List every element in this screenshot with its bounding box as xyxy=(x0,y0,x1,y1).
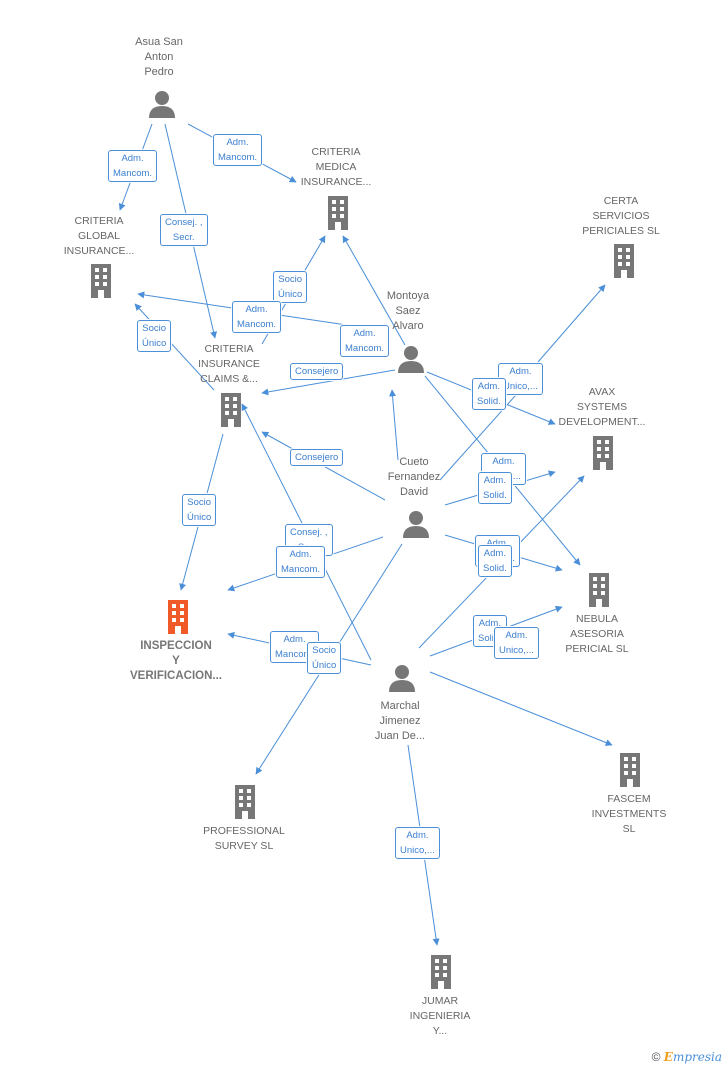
building-icon-jumar[interactable] xyxy=(427,955,455,994)
edge-label[interactable]: Adm.Mancom. xyxy=(232,301,282,333)
building-icon-criteria-medica[interactable] xyxy=(324,196,352,235)
empresia-watermark: © Empresia xyxy=(652,1050,722,1064)
brand-name: mpresia xyxy=(672,1050,722,1064)
person-icon-asua[interactable] xyxy=(148,90,176,123)
person-icon-cueto[interactable] xyxy=(402,510,430,543)
edge-label[interactable]: Adm.Mancom. xyxy=(213,134,263,166)
edge-label[interactable]: Consejero xyxy=(290,363,344,380)
person-icon-montoya[interactable] xyxy=(397,345,425,378)
edge-label[interactable]: Adm.Mancom. xyxy=(108,150,158,182)
edge-label[interactable]: Adm.Unico,... xyxy=(395,827,440,859)
relation-edge xyxy=(342,235,406,346)
relation-edge xyxy=(261,431,386,501)
edge-label[interactable]: Adm.Mancom. xyxy=(340,325,390,357)
edge-label[interactable]: Adm.Solid. xyxy=(478,472,512,504)
edge-label[interactable]: Adm.Mancom. xyxy=(276,546,326,578)
person-icon-marchal[interactable] xyxy=(388,664,416,697)
building-icon-professional[interactable] xyxy=(231,785,259,824)
relation-edge xyxy=(261,369,396,396)
building-icon-avax[interactable] xyxy=(589,436,617,475)
brand-initial: E xyxy=(663,1050,673,1064)
edge-label[interactable]: Adm.Solid. xyxy=(472,378,506,410)
relation-edge xyxy=(389,389,399,461)
edge-label[interactable]: Adm.Solid. xyxy=(478,545,512,577)
edge-label[interactable]: Consejero xyxy=(290,449,344,466)
building-icon-criteria-global[interactable] xyxy=(87,264,115,303)
relation-edge xyxy=(429,671,613,746)
building-icon-certa[interactable] xyxy=(610,244,638,283)
edge-label[interactable]: Consej. ,Secr. xyxy=(160,214,208,246)
relation-edge xyxy=(134,303,215,391)
building-icon-nebula[interactable] xyxy=(585,573,613,612)
copyright-symbol: © xyxy=(651,1050,661,1064)
relation-edge xyxy=(537,284,606,363)
building-icon-fascem[interactable] xyxy=(616,753,644,792)
edge-label[interactable]: Adm.Unico,... xyxy=(494,627,539,659)
building-icon-criteria-claims[interactable] xyxy=(217,393,245,432)
building-icon-inspeccion[interactable] xyxy=(164,600,192,639)
